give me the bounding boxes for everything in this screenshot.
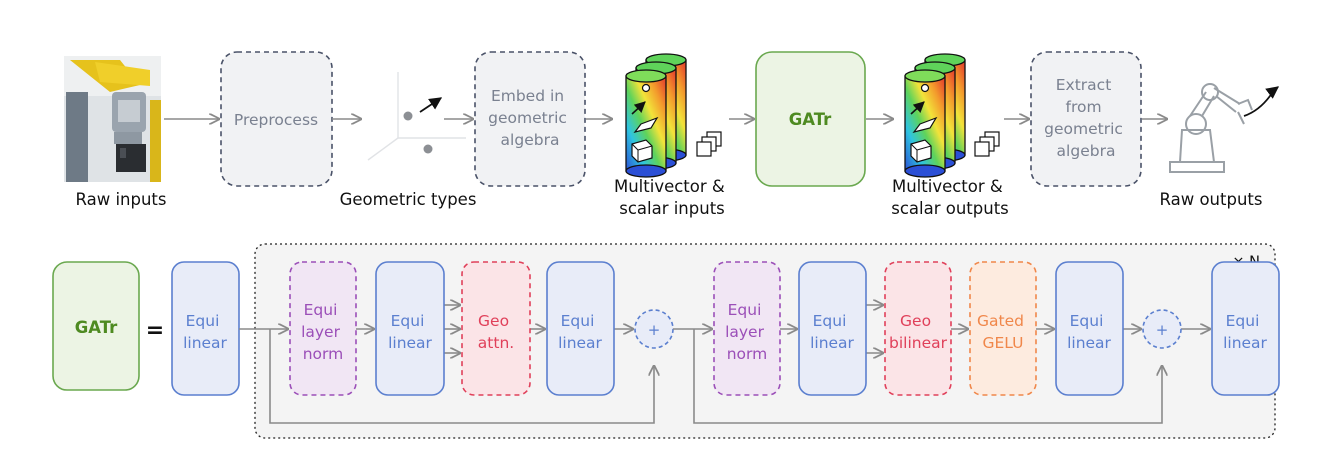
equi-linear-label-output: Equi linear	[1223, 312, 1267, 352]
raw-outputs-label: Raw outputs	[1160, 190, 1263, 209]
gatr-label-top: GATr	[789, 110, 832, 129]
equi-layer-norm-label-1: Equi layer norm	[301, 301, 345, 363]
robot-motion-arrow-icon	[1243, 86, 1280, 117]
extract-from-geometric-algebra-box	[1030, 51, 1142, 187]
gatr-box-bottom	[52, 261, 140, 391]
residual-sum-node-2	[1142, 309, 1182, 349]
geo-bilinear-box	[884, 261, 952, 396]
gated-gelu-label: Gated GELU	[977, 312, 1029, 352]
geometric-types-icon	[367, 72, 466, 161]
multivector-outputs-icon	[904, 53, 1000, 178]
preprocess-label: Preprocess	[234, 111, 318, 129]
multivector-inputs-label: Multivector & scalar inputs	[614, 177, 730, 218]
geo-attention-label: Geo attn.	[478, 312, 514, 352]
raw-inputs-label: Raw inputs	[76, 190, 167, 209]
equi-layer-norm-box-2	[713, 261, 781, 396]
multivector-outputs-label: Multivector & scalar outputs	[891, 177, 1009, 218]
equi-linear-label-4: Equi linear	[1067, 312, 1111, 352]
equi-linear-label-2: Equi linear	[558, 312, 602, 352]
extract-label: Extract from geometric algebra	[1044, 76, 1128, 160]
robot-photo-image	[64, 56, 161, 182]
equi-linear-box-output	[1211, 261, 1280, 396]
equi-linear-box-2	[546, 261, 615, 396]
equals-sign: =	[146, 318, 164, 343]
gated-gelu-box	[969, 261, 1037, 396]
multivector-inputs-icon	[625, 53, 722, 178]
connectors-mlp-block	[673, 305, 1210, 424]
equi-linear-label-1: Equi linear	[388, 312, 432, 352]
robot-arm-icon	[1169, 83, 1253, 173]
gatr-box-top	[755, 51, 866, 187]
sum-symbol-2: +	[1156, 321, 1169, 339]
embed-label: Embed in geometric algebra	[488, 87, 572, 149]
equi-linear-box-4	[1055, 261, 1124, 396]
sum-symbol-1: +	[648, 321, 661, 339]
geometric-types-label: Geometric types	[340, 190, 477, 209]
equi-linear-box-3	[798, 261, 867, 396]
embed-in-geometric-algebra-box	[474, 51, 586, 187]
connectors-attention-block	[239, 305, 654, 424]
equi-layer-norm-label-2: Equi layer norm	[725, 301, 769, 363]
equi-linear-label-3: Equi linear	[810, 312, 854, 352]
geo-attention-box	[461, 261, 531, 396]
gatr-label-bottom: GATr	[75, 318, 118, 337]
geo-bilinear-label: Geo bilinear	[889, 312, 948, 352]
equi-linear-box-1	[375, 261, 445, 396]
equi-layer-norm-box-1	[289, 261, 357, 396]
equi-linear-label-input: Equi linear	[183, 312, 227, 352]
